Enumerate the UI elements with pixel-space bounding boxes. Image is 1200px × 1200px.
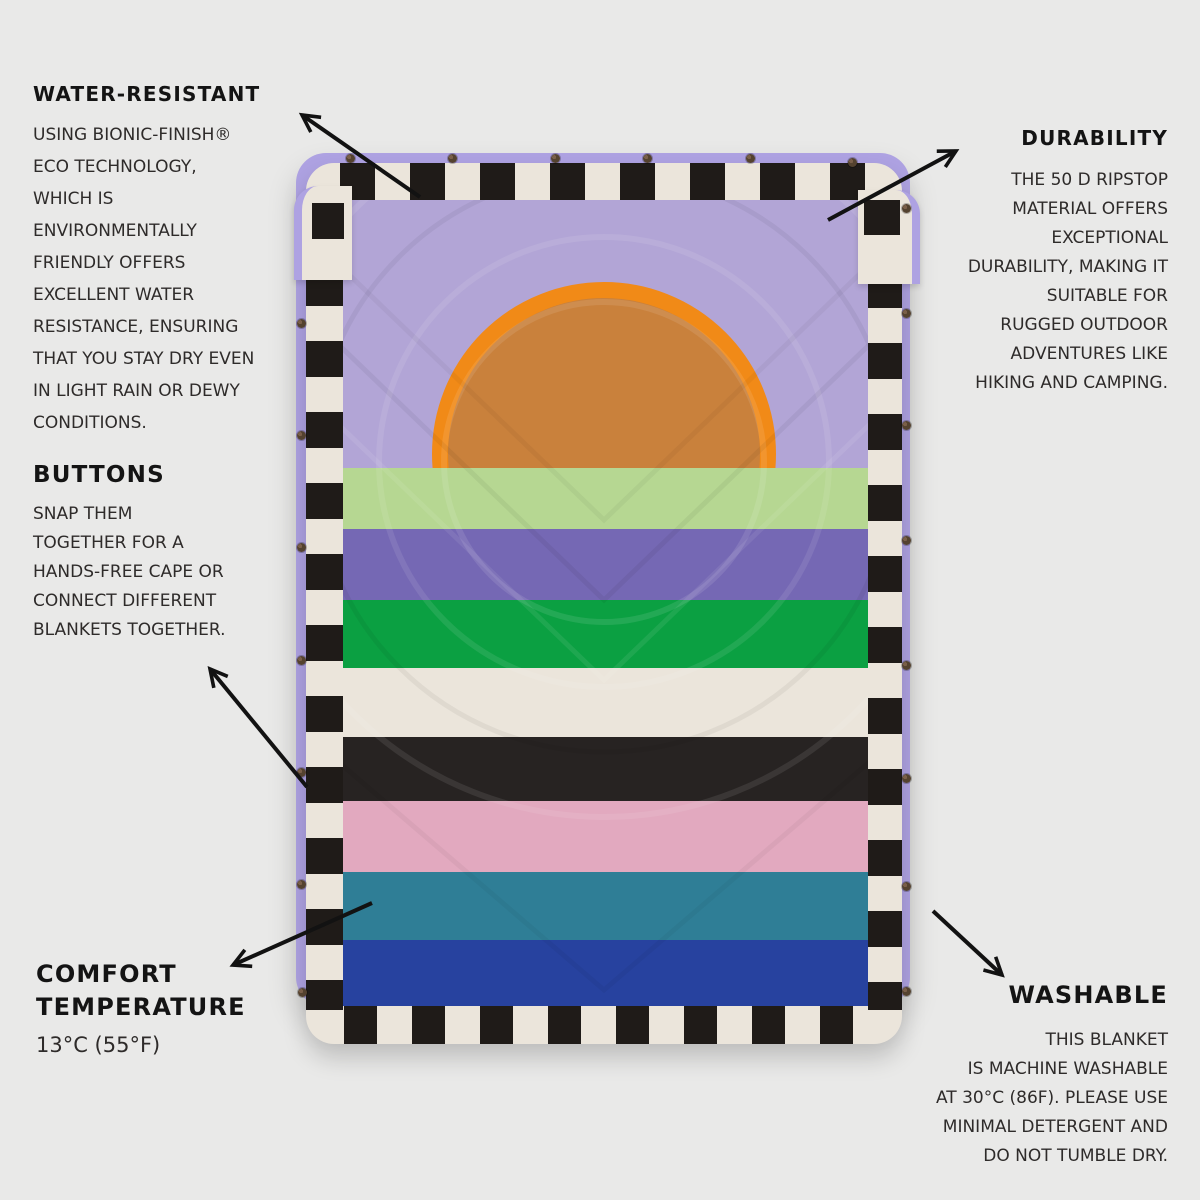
snap-button xyxy=(297,319,306,328)
snap-button xyxy=(297,768,306,777)
comfort-temperature-value: 13°C (55°F) xyxy=(36,1033,161,1057)
under-blanket-corner-right xyxy=(858,190,920,284)
stripe-purple xyxy=(343,529,868,600)
snap-button xyxy=(297,543,306,552)
callout-washable: WASHABLE THIS BLANKET IS MACHINE WASHABL… xyxy=(936,979,1168,1171)
snap-button xyxy=(902,536,911,545)
arrow-buttons xyxy=(207,666,309,789)
snap-button xyxy=(902,987,911,996)
snap-button xyxy=(297,656,306,665)
blanket xyxy=(306,163,902,1044)
callout-durability: DURABILITY THE 50 D RIPSTOP MATERIAL OFF… xyxy=(968,126,1168,398)
blanket-design-field xyxy=(343,200,868,1006)
snap-button xyxy=(297,431,306,440)
corner-check-square xyxy=(864,200,900,235)
snap-button xyxy=(902,204,911,213)
callout-comfort-temperature: COMFORT TEMPERATURE 13°C (55°F) xyxy=(36,958,246,1057)
buttons-title: BUTTONS xyxy=(33,462,165,488)
snap-button xyxy=(902,661,911,670)
durability-title: DURABILITY xyxy=(1021,126,1168,150)
snap-button xyxy=(848,158,857,167)
snap-button xyxy=(902,421,911,430)
stripe-green xyxy=(343,600,868,668)
arrow-washable xyxy=(931,909,1005,978)
checker-border-top xyxy=(340,163,872,200)
corner-check-square xyxy=(312,203,344,239)
stripe-teal xyxy=(343,872,868,940)
water-resistant-body: USING BIONIC-FINISH® ECO TECHNOLOGY, WHI… xyxy=(33,125,255,433)
durability-body: THE 50 D RIPSTOP MATERIAL OFFERS EXCEPTI… xyxy=(967,170,1168,393)
snap-button xyxy=(298,988,307,997)
snap-button xyxy=(448,154,457,163)
water-resistant-title: WATER-RESISTANT xyxy=(33,82,261,106)
snap-button xyxy=(902,774,911,783)
snap-button xyxy=(551,154,560,163)
snap-button xyxy=(643,154,652,163)
under-blanket-corner-left xyxy=(294,186,352,280)
washable-title: WASHABLE xyxy=(1008,981,1168,1009)
snap-button xyxy=(746,154,755,163)
stripe-light-green xyxy=(343,468,868,529)
stripe-black xyxy=(343,737,868,801)
checker-border-left xyxy=(306,193,343,1010)
buttons-body: SNAP THEM TOGETHER FOR A HANDS-FREE CAPE… xyxy=(33,504,226,640)
snap-button xyxy=(346,154,355,163)
washable-body: THIS BLANKET IS MACHINE WASHABLE AT 30°C… xyxy=(936,1030,1168,1166)
callout-buttons: BUTTONS SNAP THEM TOGETHER FOR A HANDS-F… xyxy=(33,462,226,645)
callout-water-resistant: WATER-RESISTANT USING BIONIC-FINISH® ECO… xyxy=(33,82,260,439)
snap-button xyxy=(297,880,306,889)
stripe-blue xyxy=(343,940,868,1006)
comfort-temperature-title: COMFORT TEMPERATURE xyxy=(36,960,246,1021)
checker-border-bottom xyxy=(344,1006,872,1044)
snap-button xyxy=(902,309,911,318)
checker-border-right xyxy=(868,193,902,1010)
stripe-cream xyxy=(343,668,868,737)
snap-button xyxy=(902,882,911,891)
stripe-pink xyxy=(343,801,868,872)
